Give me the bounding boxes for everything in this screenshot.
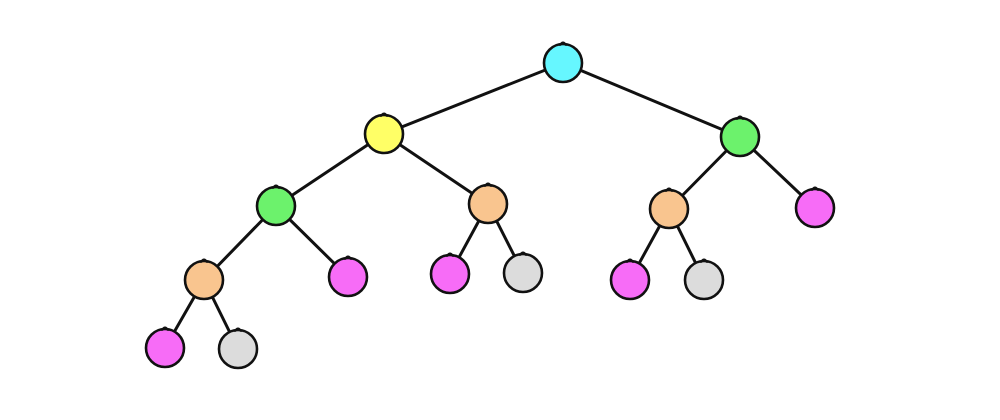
nodes-layer <box>144 41 836 370</box>
tree-node-n10 <box>502 251 544 294</box>
node-circle <box>144 327 186 369</box>
node-stem <box>559 41 567 46</box>
node-stem <box>446 252 454 257</box>
node-circle <box>609 259 651 301</box>
tree-node-n0 <box>542 41 584 84</box>
node-stem <box>700 258 708 263</box>
tree-node-n3 <box>255 184 297 227</box>
tree-node-n9 <box>429 252 471 295</box>
tree-node-n5 <box>648 187 690 230</box>
tree-node-n12 <box>683 258 725 301</box>
node-circle <box>363 113 405 155</box>
node-circle <box>183 259 225 301</box>
tree-node-n6 <box>794 186 836 229</box>
node-circle <box>327 256 369 298</box>
node-stem <box>811 186 819 191</box>
node-stem <box>736 115 744 120</box>
tree-node-n13 <box>144 326 186 369</box>
node-circle <box>255 185 297 227</box>
node-stem <box>380 112 388 117</box>
edge-n0-n1 <box>382 61 565 136</box>
node-circle <box>542 42 584 84</box>
tree-node-n2 <box>719 115 761 158</box>
edge-n1-n3 <box>274 132 386 208</box>
node-circle <box>467 183 509 225</box>
node-stem <box>161 326 169 331</box>
node-stem <box>344 255 352 260</box>
edge-n0-n2 <box>561 61 742 139</box>
node-stem <box>272 184 280 189</box>
node-circle <box>794 187 836 229</box>
node-stem <box>665 187 673 192</box>
node-circle <box>648 188 690 230</box>
node-stem <box>519 251 527 256</box>
node-circle <box>683 259 725 301</box>
tree-node-n8 <box>327 255 369 298</box>
node-circle <box>429 253 471 295</box>
node-circle <box>502 252 544 294</box>
node-circle <box>719 116 761 158</box>
tree-node-n7 <box>183 258 225 301</box>
node-stem <box>234 327 242 332</box>
tree-node-n14 <box>217 327 259 370</box>
tree-node-n1 <box>363 112 405 155</box>
tree-node-n4 <box>467 182 509 225</box>
node-stem <box>484 182 492 187</box>
tree-node-n11 <box>609 258 651 301</box>
node-stem <box>200 258 208 263</box>
node-stem <box>626 258 634 263</box>
node-circle <box>217 328 259 370</box>
edge-n1-n4 <box>382 132 490 206</box>
